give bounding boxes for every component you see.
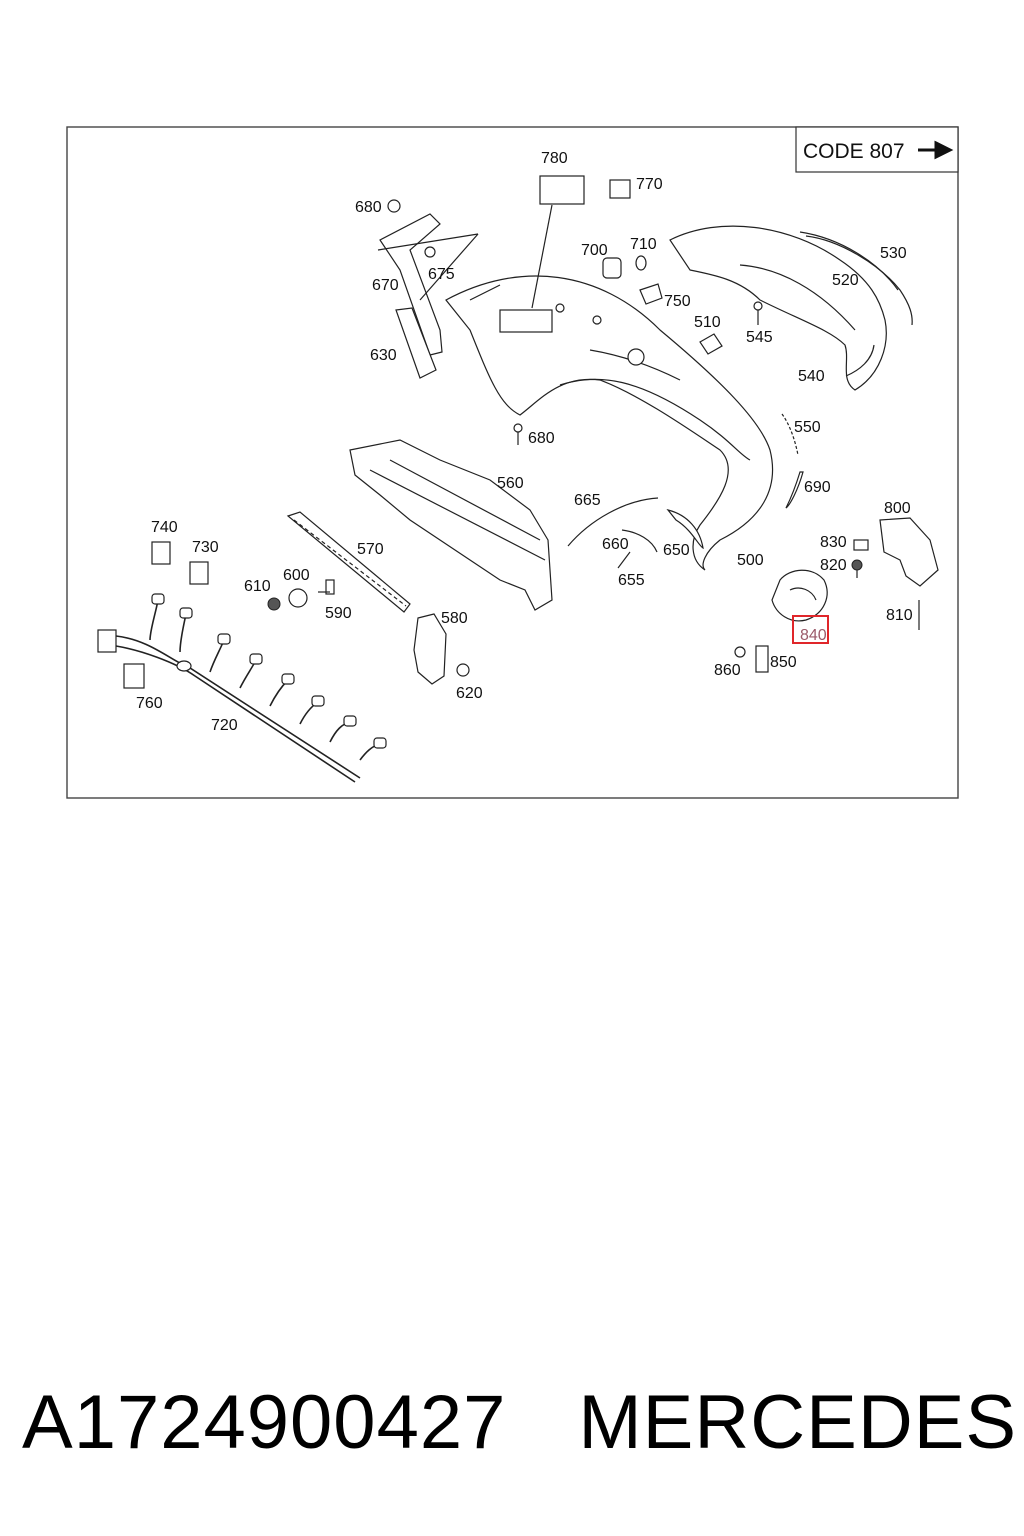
- callout: 770: [636, 176, 663, 193]
- trim-660: [621, 529, 658, 553]
- clip-730: [189, 561, 209, 585]
- connectors: [151, 593, 387, 749]
- callout: 620: [456, 685, 483, 702]
- trim-650: [666, 508, 704, 550]
- clip-770: [609, 179, 631, 199]
- clip-830: [853, 539, 869, 551]
- callout-labels: 780 770 680 670 675 700 710 750 510 545 …: [136, 150, 913, 734]
- bracket-750: [639, 283, 663, 305]
- callout: 800: [884, 500, 911, 517]
- part-number: A1724900427: [22, 1379, 507, 1465]
- mount-580: [413, 613, 447, 685]
- screw-860: [734, 646, 746, 658]
- callout: 690: [804, 479, 831, 496]
- screw-545: [753, 301, 763, 325]
- callout: 660: [602, 536, 629, 553]
- clip-760: [123, 663, 145, 689]
- footer-caption: A1724900427 MERCEDES: [22, 1372, 1016, 1472]
- bumper-cover-part: [445, 275, 774, 571]
- sensor-700: [602, 257, 622, 279]
- callout: 570: [357, 541, 384, 558]
- callout: 610: [244, 578, 271, 595]
- highlight-box: [792, 615, 829, 644]
- callout: 655: [618, 572, 645, 589]
- callout: 680: [528, 430, 555, 447]
- brand-name: MERCEDES: [578, 1379, 1018, 1465]
- callout: 750: [664, 293, 691, 310]
- callout: 680: [355, 199, 382, 216]
- callout: 670: [372, 277, 399, 294]
- callout: 630: [370, 347, 397, 364]
- callout: 700: [581, 242, 608, 259]
- callout: 740: [151, 519, 178, 536]
- cap-510: [699, 333, 723, 355]
- ring-710: [635, 255, 647, 271]
- washer-600: [288, 588, 308, 608]
- clip-740: [151, 541, 171, 565]
- nut-620: [456, 663, 470, 677]
- code-807-box: CODE 807: [795, 126, 959, 173]
- trim-strip-550: [781, 413, 799, 456]
- side-bracket-670: [377, 199, 479, 356]
- callout: 760: [136, 695, 163, 712]
- callout: 580: [441, 610, 468, 627]
- wiring-harness-720: [97, 593, 387, 783]
- code-label: CODE 807: [803, 140, 905, 163]
- guide-630: [395, 307, 437, 379]
- callout: 540: [798, 368, 825, 385]
- housing-840: [771, 569, 828, 622]
- callout: 830: [820, 534, 847, 551]
- callout: 730: [192, 539, 219, 556]
- callout: 780: [541, 150, 568, 167]
- bracket-800: [879, 517, 939, 587]
- rear-diffuser-part: [669, 225, 913, 391]
- callout: 530: [880, 245, 907, 262]
- callout: 500: [737, 552, 764, 569]
- callout: 650: [663, 542, 690, 559]
- trim-665: [567, 497, 659, 547]
- energy-absorber-560: [349, 439, 553, 611]
- washer-610: [267, 597, 281, 611]
- callout: 675: [428, 266, 455, 283]
- callout: 550: [794, 419, 821, 436]
- callout: 560: [497, 475, 524, 492]
- reinforcement-570: [286, 511, 411, 613]
- diagram-frame: [66, 126, 959, 799]
- callout-highlighted: 840: [800, 627, 827, 644]
- sensor-780: [531, 175, 585, 309]
- callout: 600: [283, 567, 310, 584]
- screw-820: [851, 559, 863, 578]
- screw-680: [513, 423, 523, 445]
- callout: 520: [832, 272, 859, 289]
- arrow-right-icon: [918, 140, 954, 160]
- bolt-590: [318, 579, 335, 595]
- callout: 510: [694, 314, 721, 331]
- bracket-850: [755, 645, 769, 673]
- callout: 665: [574, 492, 601, 509]
- callout: 820: [820, 557, 847, 574]
- callout: 590: [325, 605, 352, 622]
- callout: 545: [746, 329, 773, 346]
- callout: 850: [770, 654, 797, 671]
- callout: 720: [211, 717, 238, 734]
- pin-655: [617, 551, 631, 569]
- callout: 710: [630, 236, 657, 253]
- reflector-690: [785, 471, 804, 509]
- callout: 810: [886, 607, 913, 624]
- callout: 860: [714, 662, 741, 679]
